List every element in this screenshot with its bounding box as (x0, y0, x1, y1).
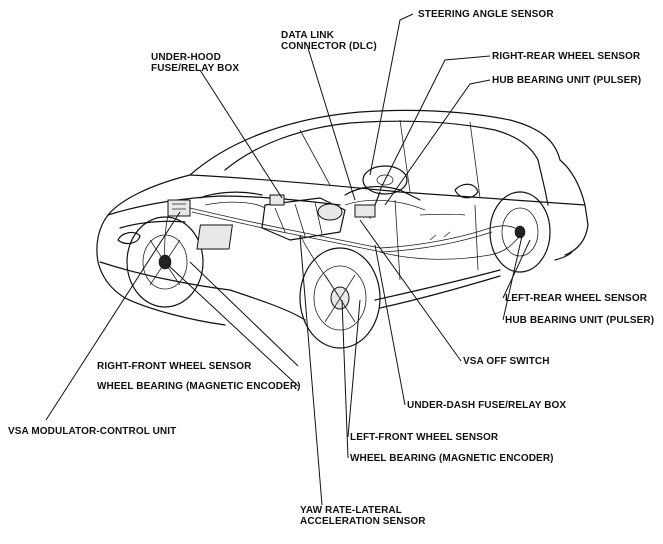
label-left-front-wheel-bearing: WHEEL BEARING (MAGNETIC ENCODER) (350, 453, 554, 464)
dashboard (344, 165, 426, 219)
label-yaw-rate-line2: ACCELERATION SENSOR (300, 516, 426, 527)
label-under-hood-line1: UNDER-HOOD (151, 52, 221, 63)
label-under-hood-line2: FUSE/RELAY BOX (151, 63, 240, 74)
label-right-front-wheel-sensor: RIGHT-FRONT WHEEL SENSOR (97, 361, 252, 372)
label-right-front-wheel-bearing: WHEEL BEARING (MAGNETIC ENCODER) (97, 381, 301, 392)
label-vsa-off-switch: VSA OFF SWITCH (463, 356, 550, 367)
left-front-wheel (299, 247, 381, 349)
label-yaw-rate-line1: YAW RATE-LATERAL (300, 505, 402, 516)
right-front-wheel (126, 216, 204, 308)
label-left-rear-hub-bearing: HUB BEARING UNIT (PULSER) (505, 315, 655, 326)
label-steering-angle-sensor: STEERING ANGLE SENSOR (418, 9, 554, 20)
leader-lines (45, 13, 531, 506)
engine-components (167, 191, 346, 250)
car-body (96, 109, 589, 326)
label-right-rear-hub-bearing: HUB BEARING UNIT (PULSER) (492, 75, 642, 86)
label-dlc-line2: CONNECTOR (DLC) (281, 41, 377, 52)
label-left-front-wheel-sensor: LEFT-FRONT WHEEL SENSOR (350, 432, 499, 443)
label-vsa-modulator-control-unit: VSA MODULATOR-CONTROL UNIT (8, 426, 177, 437)
label-dlc-line1: DATA LINK (281, 30, 334, 41)
label-under-dash-fuse-relay-box: UNDER-DASH FUSE/RELAY BOX (407, 400, 567, 411)
wiring-harness (164, 207, 521, 296)
label-left-rear-wheel-sensor: LEFT-REAR WHEEL SENSOR (505, 293, 648, 304)
label-right-rear-wheel-sensor: RIGHT-REAR WHEEL SENSOR (492, 51, 641, 62)
